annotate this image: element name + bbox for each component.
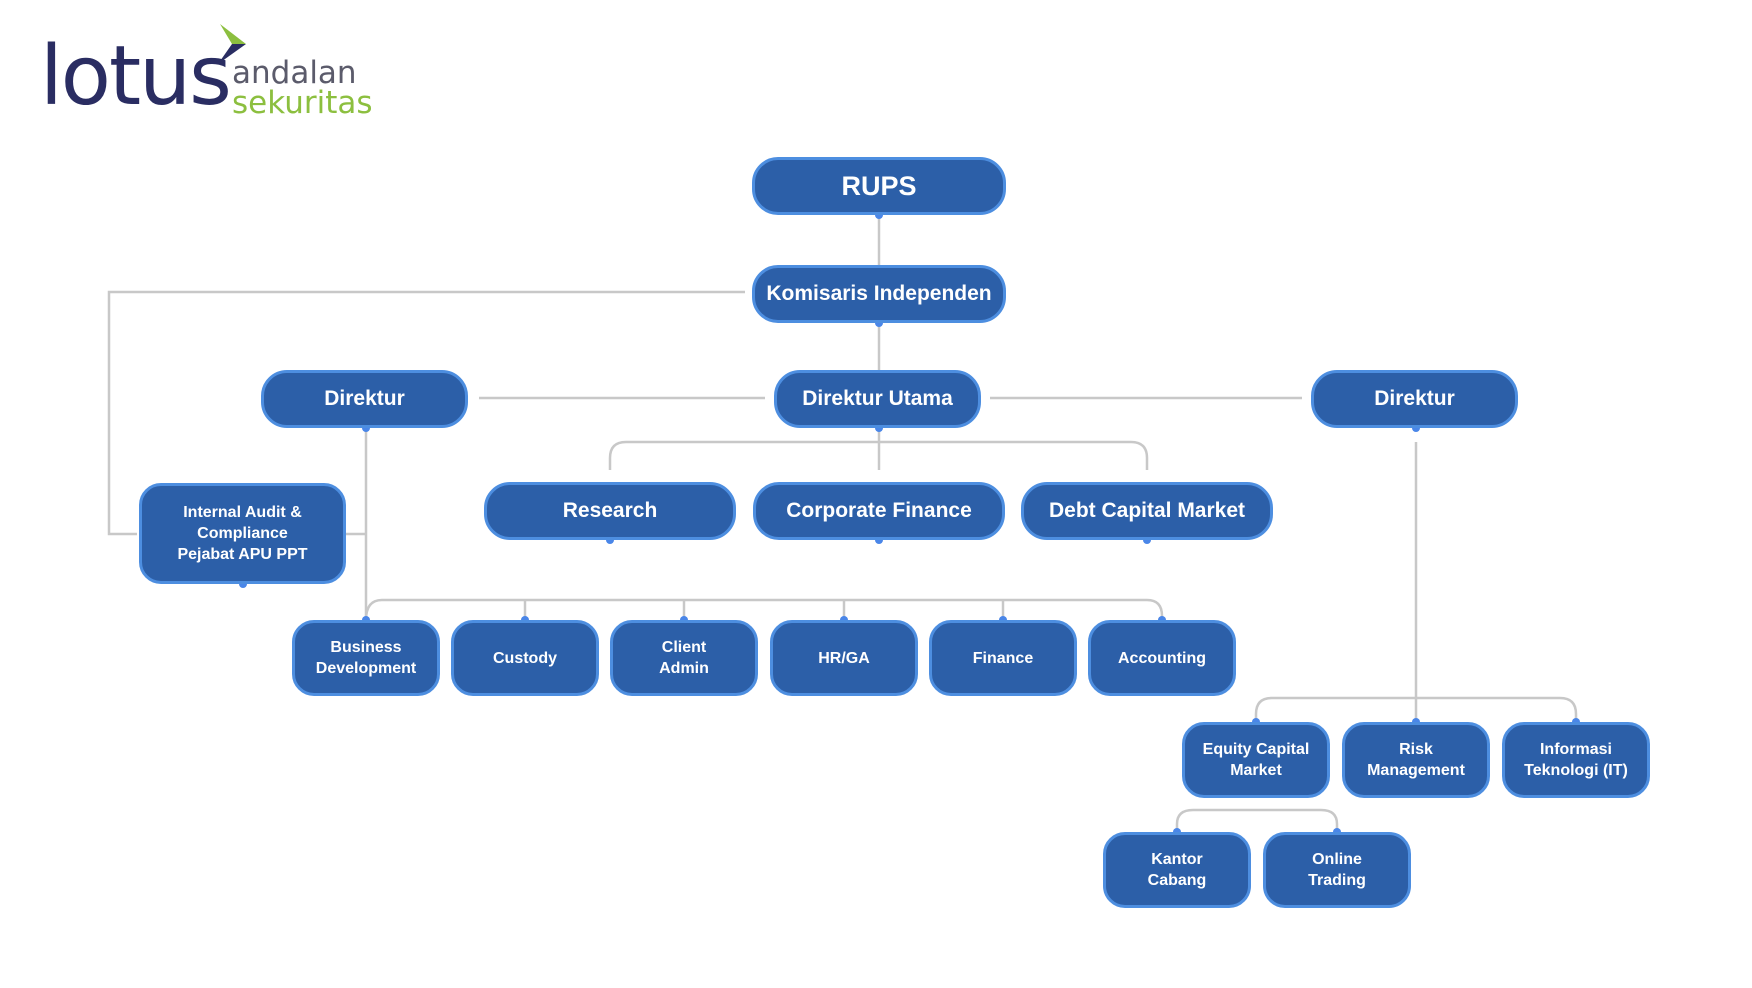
node-corporate-finance: Corporate Finance — [753, 482, 1005, 540]
logo-sekuritas-text: sekuritas — [232, 85, 373, 121]
node-direktur-utama: Direktur Utama — [774, 370, 981, 428]
node-accounting: Accounting — [1088, 620, 1236, 696]
node-online-trading: Online Trading — [1263, 832, 1411, 908]
node-rups: RUPS — [752, 157, 1006, 215]
node-risk-management: Risk Management — [1342, 722, 1490, 798]
node-client-admin: Client Admin — [610, 620, 758, 696]
node-debt-capital-market: Debt Capital Market — [1021, 482, 1273, 540]
node-custody: Custody — [451, 620, 599, 696]
node-kantor-cabang: Kantor Cabang — [1103, 832, 1251, 908]
node-informasi-teknologi: Informasi Teknologi (IT) — [1502, 722, 1650, 798]
logo-leaf-icon — [218, 24, 246, 64]
company-logo: lotus andalan sekuritas — [40, 22, 373, 132]
node-direktur-right: Direktur — [1311, 370, 1518, 428]
node-direktur-left: Direktur — [261, 370, 468, 428]
logo-andalan-text: andalan — [232, 55, 357, 91]
node-finance: Finance — [929, 620, 1077, 696]
node-internal-audit: Internal Audit & Compliance Pejabat APU … — [139, 483, 346, 584]
logo-brand-text: lotus — [40, 29, 232, 124]
node-business-development: Business Development — [292, 620, 440, 696]
node-komisaris-independen: Komisaris Independen — [752, 265, 1006, 323]
node-research: Research — [484, 482, 736, 540]
node-hr-ga: HR/GA — [770, 620, 918, 696]
node-equity-capital-market: Equity Capital Market — [1182, 722, 1330, 798]
